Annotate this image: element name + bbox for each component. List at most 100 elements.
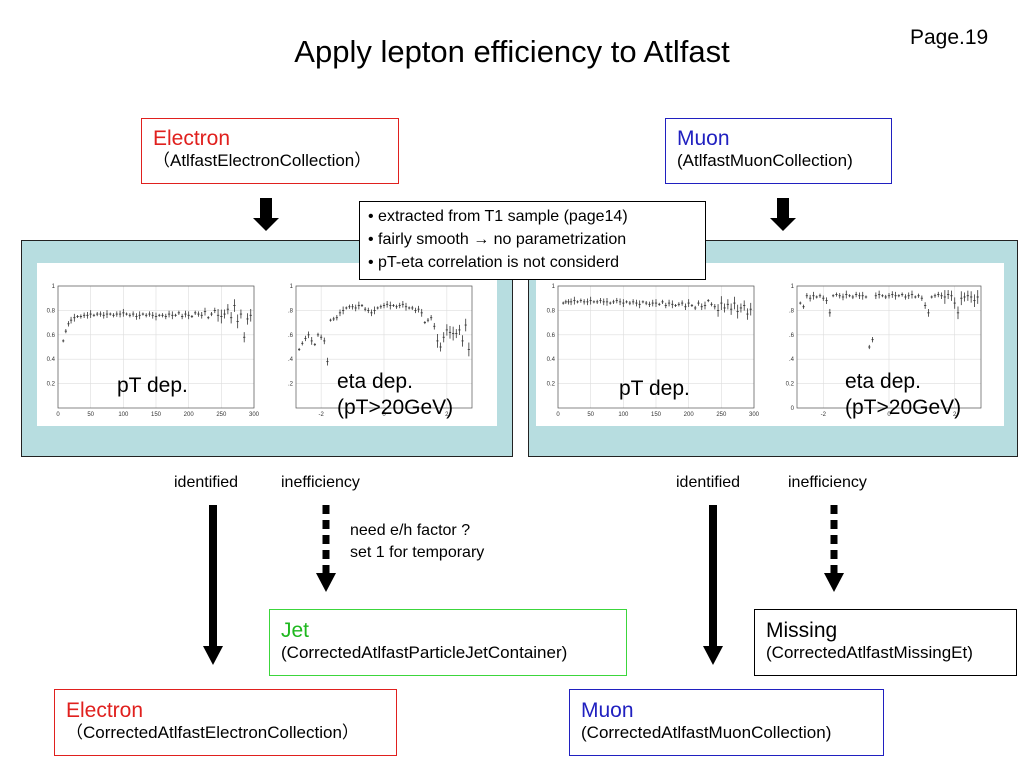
data-point bbox=[723, 303, 726, 313]
data-point bbox=[937, 291, 940, 298]
data-point bbox=[969, 291, 973, 303]
data-point bbox=[573, 296, 576, 305]
y-tick-label: 0.8 bbox=[547, 308, 556, 314]
electron-inefficiency-label: inefficiency bbox=[281, 474, 360, 491]
data-point bbox=[417, 305, 420, 313]
data-point bbox=[946, 290, 950, 300]
data-point bbox=[357, 301, 360, 310]
data-point bbox=[645, 300, 648, 306]
data-point bbox=[661, 299, 664, 304]
data-point bbox=[442, 332, 445, 343]
y-tick-label: 0.4 bbox=[547, 357, 556, 363]
y-tick-label: 0.6 bbox=[47, 333, 56, 339]
y-tick-label: .6 bbox=[789, 333, 795, 339]
data-point bbox=[112, 313, 115, 318]
data-point bbox=[658, 302, 661, 306]
data-point bbox=[187, 311, 190, 320]
data-point bbox=[651, 299, 654, 307]
x-tick-label: 300 bbox=[249, 412, 260, 418]
data-point bbox=[229, 312, 233, 324]
data-point bbox=[726, 299, 730, 310]
data-point bbox=[445, 324, 448, 336]
data-point bbox=[200, 311, 203, 319]
data-point bbox=[710, 302, 713, 307]
data-point bbox=[167, 310, 171, 318]
electron-output-box: Electron （CorrectedAtlfastElectronCollec… bbox=[54, 689, 397, 756]
data-point bbox=[667, 299, 671, 307]
data-point bbox=[716, 304, 720, 317]
muon-identified-label: identified bbox=[676, 474, 741, 491]
data-point bbox=[326, 357, 329, 366]
data-point bbox=[802, 304, 805, 309]
data-point bbox=[599, 297, 602, 304]
data-point bbox=[567, 299, 570, 305]
data-point bbox=[838, 293, 841, 299]
data-point bbox=[313, 343, 316, 347]
data-point bbox=[379, 304, 382, 309]
electron-source-box: Electron （AtlfastElectronCollection） bbox=[141, 118, 399, 184]
jet-output-name: Jet bbox=[281, 619, 310, 642]
data-point bbox=[664, 302, 667, 309]
data-point bbox=[76, 315, 79, 318]
data-point bbox=[89, 310, 92, 318]
data-point bbox=[64, 329, 68, 334]
data-point bbox=[329, 318, 332, 322]
data-point bbox=[638, 300, 641, 309]
muon-eta-label: eta dep. (pT>20GeV) bbox=[845, 370, 962, 419]
y-tick-label: .2 bbox=[288, 382, 294, 388]
data-point bbox=[700, 303, 703, 311]
data-point bbox=[625, 300, 628, 304]
x-tick-label: 2 bbox=[953, 412, 957, 418]
data-point bbox=[82, 312, 86, 318]
x-tick-label: 0 bbox=[56, 412, 60, 418]
data-point bbox=[401, 301, 404, 308]
data-point bbox=[943, 290, 947, 304]
y-tick-label: 1 bbox=[290, 284, 294, 290]
muon-down-arrow bbox=[770, 198, 796, 231]
data-point bbox=[458, 324, 461, 336]
data-point bbox=[118, 310, 122, 318]
data-point bbox=[420, 308, 423, 317]
data-point bbox=[569, 298, 573, 306]
data-point bbox=[96, 311, 99, 317]
data-point bbox=[216, 308, 220, 322]
y-tick-label: .8 bbox=[288, 308, 294, 314]
page-number: Page.19 bbox=[910, 26, 989, 49]
data-point bbox=[203, 307, 207, 316]
data-point bbox=[236, 314, 239, 329]
data-point bbox=[845, 290, 848, 299]
data-point bbox=[464, 318, 467, 332]
data-point bbox=[433, 322, 436, 330]
muon-source-name: Muon bbox=[677, 127, 730, 150]
data-point bbox=[316, 332, 320, 337]
data-point bbox=[592, 300, 596, 304]
y-tick-label: .4 bbox=[288, 357, 294, 363]
data-point bbox=[164, 313, 167, 320]
data-point bbox=[576, 300, 579, 304]
jet-output-box: Jet (CorrectedAtlfastParticleJetContaine… bbox=[269, 609, 627, 676]
muon-inefficiency-label: inefficiency bbox=[788, 474, 867, 491]
data-point bbox=[145, 313, 148, 318]
data-point bbox=[684, 303, 687, 311]
data-point bbox=[180, 313, 184, 320]
data-point bbox=[67, 321, 70, 327]
data-point bbox=[226, 304, 230, 315]
data-point bbox=[966, 290, 970, 301]
y-tick-label: 0.2 bbox=[547, 382, 556, 388]
electron-pt-label: pT dep. bbox=[117, 374, 188, 397]
y-tick-label: 0.8 bbox=[47, 308, 56, 314]
x-tick-label: 150 bbox=[651, 412, 662, 418]
data-point bbox=[648, 301, 651, 307]
data-point bbox=[323, 337, 326, 345]
data-point bbox=[707, 299, 710, 303]
data-point bbox=[243, 332, 246, 343]
data-point bbox=[304, 335, 307, 342]
muon-inefficiency-arrow bbox=[824, 505, 844, 592]
x-tick-label: 200 bbox=[684, 412, 695, 418]
data-point bbox=[736, 304, 739, 319]
data-point bbox=[841, 293, 845, 301]
data-point bbox=[891, 291, 894, 298]
data-point bbox=[605, 297, 609, 306]
data-point bbox=[877, 290, 881, 299]
